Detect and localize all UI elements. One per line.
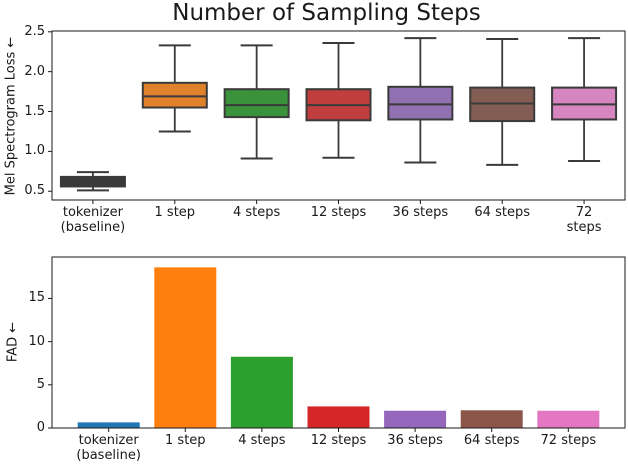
bottom-x-tick-label-64-steps: 64 steps xyxy=(463,433,520,448)
bar-4-steps xyxy=(230,356,293,428)
top-x-tick-label-tokenizer-baseline: tokenizer (baseline) xyxy=(60,205,126,235)
bottom-y-tick-label-15: 15 xyxy=(28,290,45,306)
box-36-steps xyxy=(387,37,454,164)
top-x-tick-label-64-steps: 64 steps xyxy=(474,205,530,220)
box-12-steps xyxy=(305,41,372,159)
iqr-box xyxy=(141,81,208,109)
iqr-box xyxy=(387,85,454,121)
bar-tokenizer-baseline xyxy=(77,422,140,428)
bar-72-steps xyxy=(537,410,600,428)
top-y-tick-label-1.0: 1.0 xyxy=(24,143,45,159)
top-y-tick-label-2.0: 2.0 xyxy=(24,63,45,79)
bottom-x-tick-label-36-steps: 36 steps xyxy=(387,433,443,448)
bar-36-steps xyxy=(384,410,447,428)
chart-title: Number of Sampling Steps xyxy=(172,0,481,26)
bottom-x-tick-label-1-step: 1 step xyxy=(165,433,206,448)
bar-1-step xyxy=(154,267,217,428)
box-4-steps xyxy=(223,44,290,160)
box-72-steps xyxy=(551,37,618,162)
top-x-tick-label-12-steps: 12 steps xyxy=(310,205,367,220)
bar-64-steps xyxy=(460,410,523,428)
bottom-x-tick-label-12-steps: 12 steps xyxy=(310,433,367,448)
top-x-tick-label-1-step: 1 step xyxy=(154,205,196,220)
top-x-tick-label-4-steps: 4 steps xyxy=(232,205,281,220)
bar-12-steps xyxy=(307,406,370,428)
bottom-x-tick-label-72-steps: 72 steps xyxy=(540,433,597,448)
top-y-tick-label-1.5: 1.5 xyxy=(24,103,45,119)
bottom-y-tick-label-0: 0 xyxy=(36,420,45,435)
top-y-tick-label-2.5: 2.5 xyxy=(24,23,45,39)
top-x-tick-label-72-steps: 72 steps xyxy=(566,205,602,235)
bottom-x-tick-label-4-steps: 4 steps xyxy=(238,433,286,448)
iqr-box xyxy=(223,88,290,119)
top-x-tick-label-36-steps: 36 steps xyxy=(392,205,449,220)
top-y-tick-label-0.5: 0.5 xyxy=(24,183,45,199)
box-64-steps xyxy=(469,37,536,166)
bottom-plot-frame xyxy=(51,256,626,429)
box-tokenizer-baseline xyxy=(59,171,126,192)
bottom-y-tick-label-5: 5 xyxy=(36,376,45,392)
box-1-step xyxy=(141,44,208,133)
bottom-y-tick-label-10: 10 xyxy=(28,333,45,349)
bottom-x-tick-label-tokenizer-baseline: tokenizer (baseline) xyxy=(76,433,141,463)
